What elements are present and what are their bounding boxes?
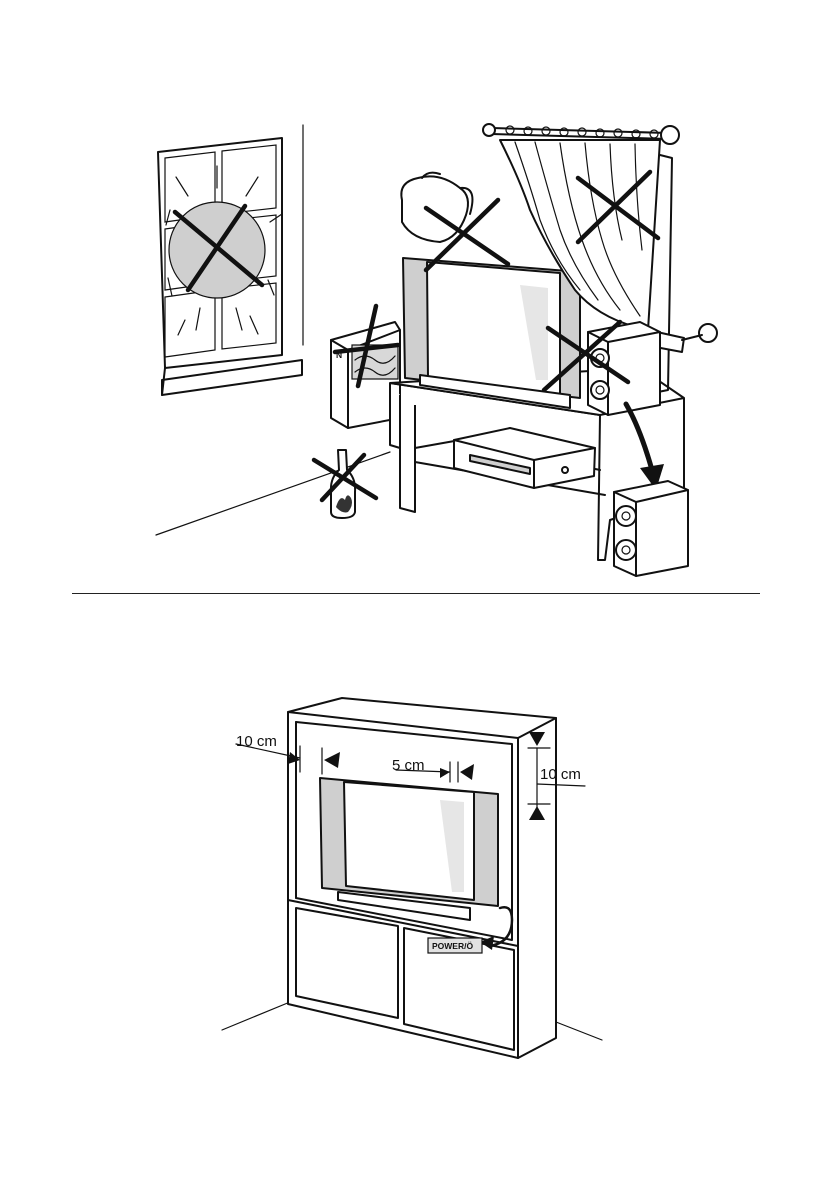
section-divider	[72, 593, 760, 594]
power-button-label: POWER/Ö	[428, 938, 482, 953]
room-walls	[156, 125, 390, 535]
svg-text:10 cm: 10 cm	[236, 733, 277, 750]
sunny-window	[158, 138, 302, 395]
placement-warnings-illustration: N	[0, 100, 839, 590]
ventilation-clearance-illustration: POWER/Ö 10 cm 5 cm 10 cm	[0, 690, 839, 1070]
svg-text:10 cm: 10 cm	[540, 766, 581, 783]
speaker-on-floor	[614, 481, 688, 576]
svg-text:5 cm: 5 cm	[392, 757, 425, 774]
water-jug	[401, 173, 508, 270]
svg-text:POWER/Ö: POWER/Ö	[432, 941, 473, 951]
video-player	[454, 428, 595, 488]
